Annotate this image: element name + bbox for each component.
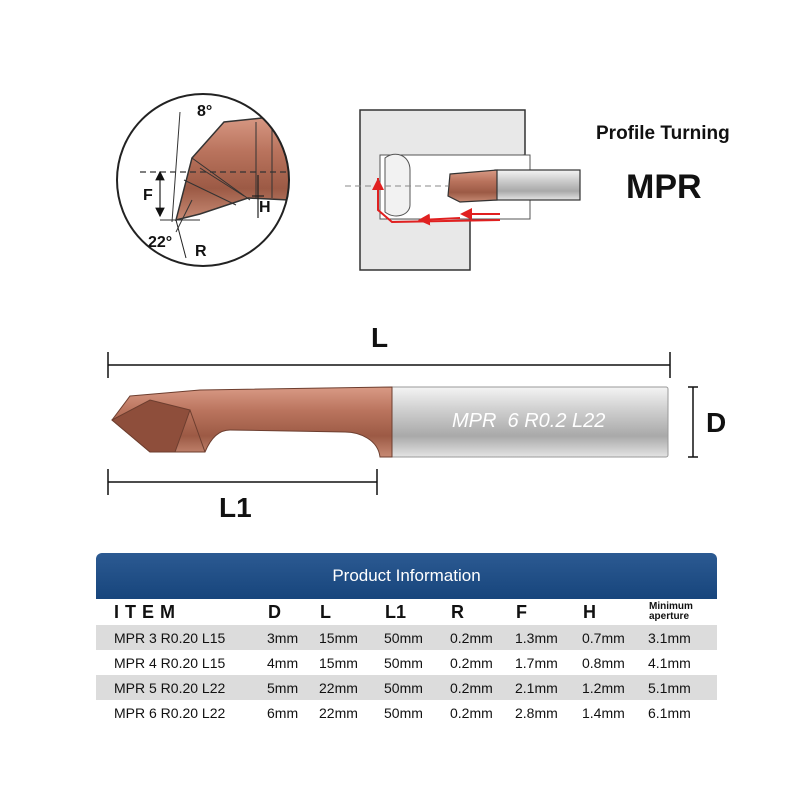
cell-l1: 50mm <box>381 675 447 700</box>
cell-l1: 50mm <box>381 700 447 725</box>
col-h: H <box>579 599 645 625</box>
cell-h: 0.7mm <box>579 625 645 650</box>
cell-d: 3mm <box>264 625 316 650</box>
cell-l: 22mm <box>316 675 381 700</box>
cell-h: 1.4mm <box>579 700 645 725</box>
cell-d: 4mm <box>264 650 316 675</box>
cell-r: 0.2mm <box>447 650 512 675</box>
col-l: L <box>316 599 381 625</box>
cell-l: 22mm <box>316 700 381 725</box>
cell-r: 0.2mm <box>447 700 512 725</box>
angle-top-label: 8° <box>197 103 213 120</box>
cell-r: 0.2mm <box>447 625 512 650</box>
col-f: F <box>512 599 579 625</box>
length-label: L <box>371 322 389 353</box>
table-header-row: ITEM D L L1 R F H Minimum aperture <box>96 599 717 625</box>
col-item: ITEM <box>96 599 264 625</box>
cell-item: MPR 5 R0.20 L22 <box>96 675 264 700</box>
cell-h: 1.2mm <box>579 675 645 700</box>
cell-l1: 50mm <box>381 650 447 675</box>
cell-min-aperture: 4.1mm <box>645 650 717 675</box>
r-label: R <box>195 243 207 260</box>
cell-d: 6mm <box>264 700 316 725</box>
cell-l: 15mm <box>316 625 381 650</box>
cut-length-label: L1 <box>219 492 252 523</box>
cell-l1: 50mm <box>381 625 447 650</box>
cell-f: 2.1mm <box>512 675 579 700</box>
product-table: Product Information ITEM D L L1 R F H Mi… <box>96 553 717 725</box>
product-code: MPR <box>626 168 702 206</box>
cell-min-aperture: 3.1mm <box>645 625 717 650</box>
cell-d: 5mm <box>264 675 316 700</box>
col-d: D <box>264 599 316 625</box>
col-l1: L1 <box>381 599 447 625</box>
cell-l: 15mm <box>316 650 381 675</box>
cell-item: MPR 3 R0.20 L15 <box>96 625 264 650</box>
bore-section-view <box>345 109 581 271</box>
cell-h: 0.8mm <box>579 650 645 675</box>
profile-turning-title: Profile Turning <box>596 123 730 144</box>
tool-diagram <box>107 93 698 495</box>
col-min-aperture: Minimum aperture <box>645 599 717 625</box>
cell-min-aperture: 5.1mm <box>645 675 717 700</box>
cell-r: 0.2mm <box>447 675 512 700</box>
tool-engraving: MPR 6 R0.2 L22 <box>452 410 606 432</box>
tip-detail-view <box>116 93 290 267</box>
tool-body <box>111 386 669 458</box>
cell-f: 1.3mm <box>512 625 579 650</box>
table-title: Product Information <box>96 553 717 599</box>
f-label: F <box>143 187 153 204</box>
cell-f: 1.7mm <box>512 650 579 675</box>
cell-min-aperture: 6.1mm <box>645 700 717 725</box>
h-label: H <box>259 199 271 216</box>
angle-bottom-label: 22° <box>148 234 173 251</box>
cell-f: 2.8mm <box>512 700 579 725</box>
col-r: R <box>447 599 512 625</box>
diameter-label: D <box>706 407 727 438</box>
cell-item: MPR 6 R0.20 L22 <box>96 700 264 725</box>
cell-item: MPR 4 R0.20 L15 <box>96 650 264 675</box>
